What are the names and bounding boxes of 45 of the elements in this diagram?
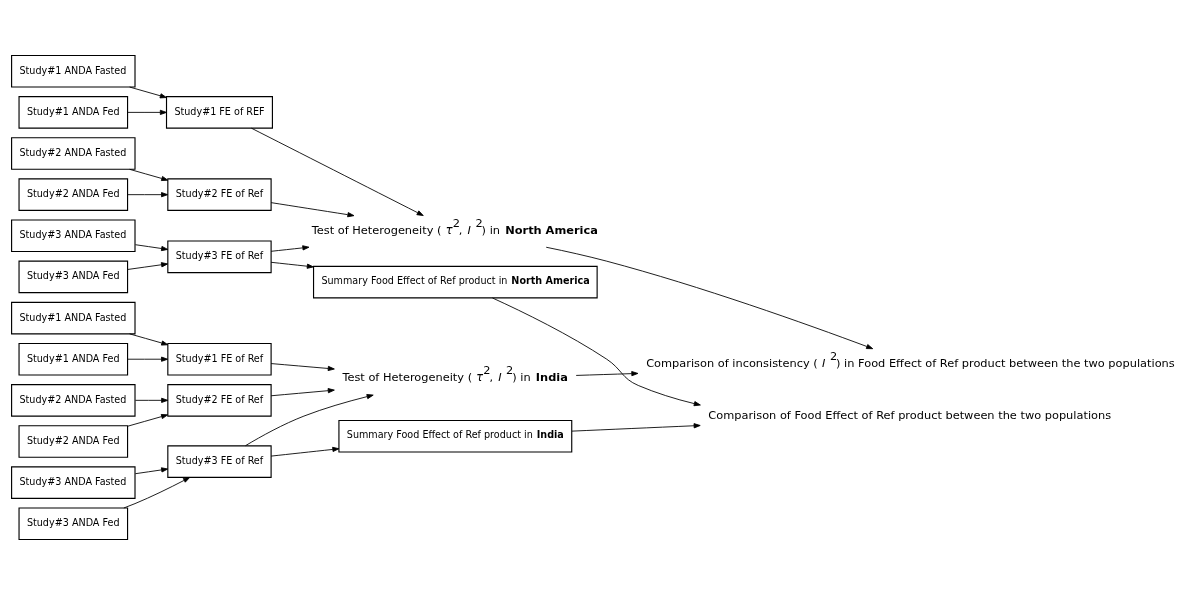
node-box: Study#3 ANDA Fasted [11, 219, 136, 253]
arrow [127, 109, 167, 115]
node-box: Study#1 ANDA Fed [18, 96, 129, 129]
arrow [545, 246, 874, 350]
node-text: Comparison of Food Effect of Ref product between the two populations [708, 408, 1112, 423]
node-box: Study#3 FE of Ref [167, 445, 272, 478]
arrow [245, 394, 374, 447]
arrow [135, 397, 169, 403]
node-box: Study#3 ANDA Fed [18, 507, 129, 541]
node-box: Study#2 ANDA Fed [18, 178, 129, 211]
arrow [129, 333, 169, 346]
node-box: Study#1 ANDA Fasted [11, 301, 136, 335]
node-box: Study#2 ANDA Fed [18, 425, 129, 458]
node-box: Study#3 ANDA Fed [18, 260, 129, 294]
node-box: Summary Food Effect of Ref product in North America [313, 265, 598, 299]
arrow [135, 244, 169, 252]
node-box: Study#1 ANDA Fasted [11, 54, 136, 88]
node-box: Study#1 ANDA Fed [18, 342, 129, 376]
arrow [127, 414, 169, 427]
arrow [129, 168, 169, 181]
arrow [135, 467, 169, 475]
node-box: Study#1 FE of Ref [167, 342, 272, 376]
arrow [270, 261, 314, 269]
arrow [127, 356, 169, 362]
arrow [575, 371, 639, 377]
arrow [251, 127, 424, 216]
node-box: Study#1 FE of REF [165, 96, 273, 129]
arrow [127, 192, 169, 198]
arrow [270, 446, 340, 457]
arrow [123, 477, 191, 509]
node-box: Summary Food Effect of Ref product in India [338, 419, 573, 453]
node-box: Study#2 ANDA Fasted [11, 384, 136, 417]
arrow [571, 423, 701, 432]
arrow [270, 202, 355, 218]
arrow [270, 388, 335, 397]
arrow [270, 245, 310, 252]
node-box: Study#2 FE of Ref [167, 384, 272, 417]
node-box: Study#2 ANDA Fasted [11, 137, 136, 170]
arrow [270, 363, 335, 372]
arrow [129, 86, 167, 99]
node-box: Study#2 FE of Ref [167, 178, 272, 211]
arrow [492, 297, 701, 407]
node-box: Study#3 FE of Ref [167, 240, 272, 274]
arrow [127, 262, 169, 270]
node-box: Study#3 ANDA Fasted [11, 466, 136, 499]
